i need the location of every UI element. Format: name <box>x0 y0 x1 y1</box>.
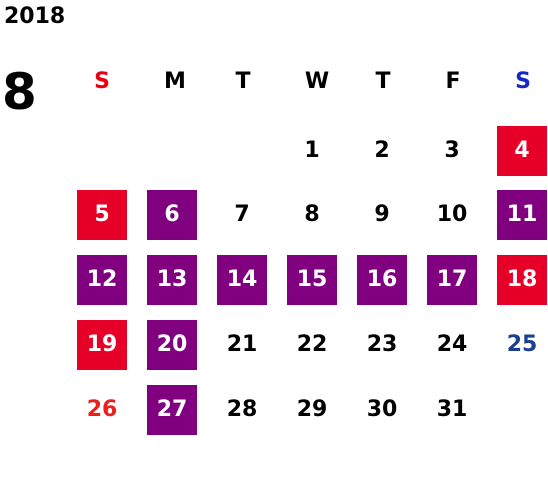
day-cell-19: 19 <box>77 320 127 370</box>
day-cell-24: 24 <box>436 332 468 357</box>
day-cell-23: 23 <box>366 332 398 357</box>
day-cell-28: 28 <box>226 397 258 422</box>
day-cell-7: 7 <box>234 202 250 227</box>
weekday-tuesday: T <box>235 69 251 94</box>
weekday-header: S M T W T F S <box>70 64 548 100</box>
day-cell-8: 8 <box>304 202 320 227</box>
day-cell-20: 20 <box>147 320 197 370</box>
day-cell-14: 14 <box>217 255 267 305</box>
day-cell-9: 9 <box>374 202 390 227</box>
weekday-friday: F <box>445 69 461 94</box>
day-cell-30: 30 <box>366 397 398 422</box>
day-cell-11: 11 <box>497 190 547 240</box>
weekday-saturday: S <box>515 69 531 94</box>
day-cell-3: 3 <box>444 138 460 163</box>
day-cell-18: 18 <box>497 255 547 305</box>
day-cell-15: 15 <box>287 255 337 305</box>
day-cell-17: 17 <box>427 255 477 305</box>
day-cell-16: 16 <box>357 255 407 305</box>
day-cell-2: 2 <box>374 138 390 163</box>
weekday-thursday: T <box>375 69 391 94</box>
day-cell-31: 31 <box>436 397 468 422</box>
day-cell-21: 21 <box>226 332 258 357</box>
year-label: 2018 <box>4 4 66 29</box>
day-cell-5: 5 <box>77 190 127 240</box>
weekday-monday: M <box>164 69 186 94</box>
weekday-sunday: S <box>94 69 110 94</box>
month-number: 8 <box>2 63 37 121</box>
weekday-wednesday: W <box>304 69 330 94</box>
day-cell-29: 29 <box>296 397 328 422</box>
day-cell-10: 10 <box>436 202 468 227</box>
day-cell-26: 26 <box>86 397 118 422</box>
day-cell-12: 12 <box>77 255 127 305</box>
day-cell-27: 27 <box>147 385 197 435</box>
day-cell-4: 4 <box>497 126 547 176</box>
day-cell-25: 25 <box>506 332 538 357</box>
day-cell-1: 1 <box>304 138 320 163</box>
day-cell-13: 13 <box>147 255 197 305</box>
day-cell-22: 22 <box>296 332 328 357</box>
day-cell-6: 6 <box>147 190 197 240</box>
